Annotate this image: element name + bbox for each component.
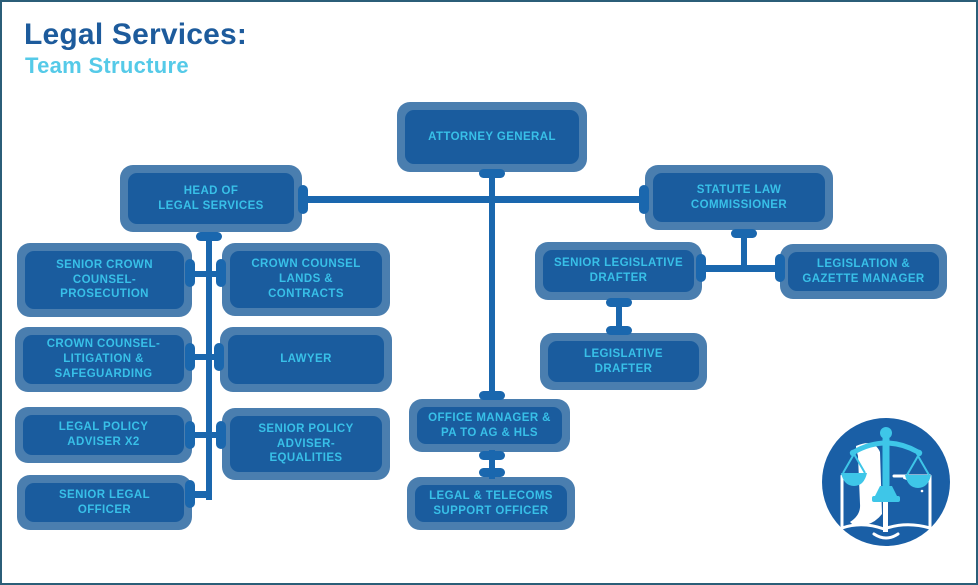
- org-node-legislative-drafter: LEGISLATIVE DRAFTER: [540, 333, 707, 390]
- connector-ld-cap-top: [606, 326, 632, 335]
- org-node-attorney-general: ATTORNEY GENERAL: [397, 102, 587, 172]
- connector-head-trunk: [206, 232, 212, 500]
- org-node-panel: LAWYER: [228, 335, 384, 384]
- org-node-panel: CROWN COUNSEL- LITIGATION & SAFEGUARDING: [23, 335, 184, 384]
- org-node-label: LEGISLATION & GAZETTE MANAGER: [802, 257, 925, 285]
- connector-nub-statute-left: [639, 185, 649, 214]
- connector-ag-cap-top: [479, 169, 505, 178]
- org-node-panel: SENIOR LEGAL OFFICER: [25, 483, 184, 522]
- connector-row4-left-stub: [191, 491, 207, 498]
- connector-office-manager-cap-top: [479, 391, 505, 400]
- connector-sld-ld-vertical: [616, 298, 622, 335]
- org-node-label: SENIOR LEGAL OFFICER: [58, 488, 151, 516]
- org-node-panel: STATUTE LAW COMMISSIONER: [653, 173, 825, 222]
- connector-om-lts-vertical: [489, 450, 495, 479]
- connector-nub-senior-legislative-drafter: [696, 254, 706, 282]
- connector-nub-senior-policy: [216, 421, 226, 449]
- org-node-senior-legislative-drafter: SENIOR LEGISLATIVE DRAFTER: [535, 242, 702, 300]
- org-node-panel: LEGISLATIVE DRAFTER: [548, 341, 699, 382]
- org-node-senior-legal-officer: SENIOR LEGAL OFFICER: [17, 475, 192, 530]
- org-node-label: ATTORNEY GENERAL: [428, 130, 556, 143]
- connector-nub-lawyer: [214, 343, 224, 371]
- connector-row3-left-stub: [191, 432, 207, 438]
- org-node-panel: SENIOR CROWN COUNSEL- PROSECUTION: [25, 251, 184, 309]
- connector-statute-trunk: [741, 229, 747, 272]
- connector-nub-legal-policy: [185, 421, 195, 449]
- org-node-label: LEGAL POLICY ADVISER X2: [58, 421, 149, 448]
- org-node-office-manager-pa: OFFICE MANAGER & PA TO AG & HLS: [409, 399, 570, 452]
- connector-nub-head-right: [298, 185, 308, 214]
- org-node-label: HEAD OF LEGAL SERVICES: [158, 184, 264, 212]
- org-node-label: STATUTE LAW COMMISSIONER: [690, 183, 788, 211]
- connector-nub-prosecution: [185, 259, 195, 287]
- connector-om-cap-bottom: [479, 451, 505, 460]
- connector-drafters-horizontal: [704, 265, 778, 272]
- scales-of-justice-icon: [841, 427, 931, 502]
- org-node-legislation-gazette-manager: LEGISLATION & GAZETTE MANAGER: [780, 244, 947, 299]
- org-node-panel: LEGAL POLICY ADVISER X2: [23, 415, 184, 455]
- page-subtitle: Team Structure: [25, 53, 189, 78]
- org-node-label: SENIOR LEGISLATIVE DRAFTER: [553, 257, 684, 284]
- org-node-label: LAWYER: [280, 353, 332, 366]
- org-node-panel: OFFICE MANAGER & PA TO AG & HLS: [417, 407, 562, 444]
- org-node-label: SENIOR POLICY ADVISER- EQUALITIES: [258, 422, 354, 465]
- org-node-lawyer: LAWYER: [220, 327, 392, 392]
- connector-row1-left-stub: [191, 271, 207, 277]
- connector-ag-vertical: [489, 169, 495, 400]
- org-node-senior-crown-counsel-prosecution: SENIOR CROWN COUNSEL- PROSECUTION: [17, 243, 192, 317]
- org-node-panel: HEAD OF LEGAL SERVICES: [128, 173, 294, 224]
- org-node-panel: LEGAL & TELECOMS SUPPORT OFFICER: [415, 485, 567, 522]
- connector-lts-cap-top: [479, 468, 505, 477]
- legal-services-logo: [822, 418, 950, 546]
- org-node-crown-counsel-lands-contracts: CROWN COUNSEL LANDS & CONTRACTS: [222, 243, 390, 316]
- connector-nub-litigation: [185, 343, 195, 371]
- connector-row2-left-stub: [191, 354, 207, 360]
- org-node-senior-policy-adviser-equalities: SENIOR POLICY ADVISER- EQUALITIES: [222, 408, 390, 480]
- org-node-crown-counsel-litigation-safeguarding: CROWN COUNSEL- LITIGATION & SAFEGUARDING: [15, 327, 192, 392]
- org-node-panel: SENIOR LEGISLATIVE DRAFTER: [543, 250, 694, 292]
- org-node-panel: SENIOR POLICY ADVISER- EQUALITIES: [230, 416, 382, 472]
- org-node-head-of-legal-services: HEAD OF LEGAL SERVICES: [120, 165, 302, 232]
- org-node-label: CROWN COUNSEL LANDS & CONTRACTS: [251, 258, 361, 300]
- org-node-label: LEGISLATIVE DRAFTER: [584, 347, 663, 375]
- org-node-label: CROWN COUNSEL- LITIGATION & SAFEGUARDING: [46, 338, 161, 380]
- connector-nub-senior-legal-officer: [185, 480, 195, 508]
- org-node-label: LEGAL & TELECOMS SUPPORT OFFICER: [429, 489, 553, 517]
- connector-nub-lands: [216, 259, 226, 287]
- org-node-label: OFFICE MANAGER & PA TO AG & HLS: [428, 411, 551, 439]
- page-title: Legal Services:: [24, 18, 248, 51]
- org-node-legal-telecoms-support-officer: LEGAL & TELECOMS SUPPORT OFFICER: [407, 477, 575, 530]
- connector-sld-cap-bottom: [606, 298, 632, 307]
- org-node-statute-law-commissioner: STATUTE LAW COMMISSIONER: [645, 165, 833, 230]
- connector-nub-gazette-manager: [775, 254, 785, 282]
- org-node-panel: ATTORNEY GENERAL: [405, 110, 579, 164]
- org-node-label: SENIOR CROWN COUNSEL- PROSECUTION: [56, 258, 153, 301]
- org-node-legal-policy-adviser-x2: LEGAL POLICY ADVISER X2: [15, 407, 192, 463]
- connector-main-horizontal: [304, 196, 645, 203]
- org-node-panel: CROWN COUNSEL LANDS & CONTRACTS: [230, 251, 382, 308]
- org-node-panel: LEGISLATION & GAZETTE MANAGER: [788, 252, 939, 291]
